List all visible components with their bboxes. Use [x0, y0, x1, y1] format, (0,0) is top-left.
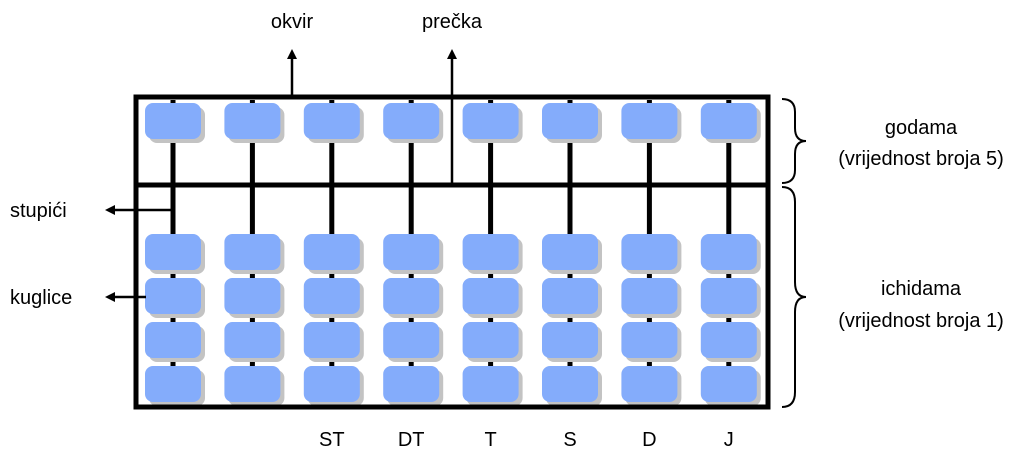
- bead-body: [303, 278, 360, 314]
- upper-brace: [781, 98, 807, 184]
- bead-body: [700, 366, 757, 402]
- bead-body: [383, 103, 440, 139]
- lower-bead: [621, 278, 682, 318]
- column-label: ST: [319, 429, 345, 451]
- beads-group: [145, 103, 761, 406]
- column-label: S: [563, 429, 576, 451]
- bead-body: [462, 103, 519, 139]
- bead-body: [700, 234, 757, 270]
- bead-body: [303, 366, 360, 402]
- lower-bead: [303, 234, 364, 274]
- bead-body: [145, 234, 201, 270]
- bead-body: [303, 322, 360, 358]
- upper-bead: [303, 103, 364, 143]
- bead-body: [621, 103, 678, 139]
- bead-body: [621, 366, 678, 402]
- lower-bead: [145, 234, 205, 274]
- bead-body: [224, 103, 281, 139]
- bead-body: [621, 234, 678, 270]
- bead-body: [224, 278, 281, 314]
- lower-bead: [700, 234, 761, 274]
- bead-body: [145, 322, 201, 358]
- bead-body: [383, 322, 440, 358]
- rods-label: stupići: [10, 200, 67, 222]
- lower-bead: [621, 322, 682, 362]
- lower-bead: [383, 322, 444, 362]
- column-label: T: [484, 429, 496, 451]
- bead-body: [224, 366, 281, 402]
- lower-bead: [462, 322, 523, 362]
- bead-body: [621, 322, 678, 358]
- lower-bead: [224, 234, 285, 274]
- lower-bead: [145, 322, 205, 362]
- upper-bead: [621, 103, 682, 143]
- upper-bead: [700, 103, 761, 143]
- upper-bead: [145, 103, 205, 143]
- lower-bead: [383, 366, 444, 406]
- bead-body: [383, 278, 440, 314]
- lower-bead: [542, 366, 602, 406]
- bead-body: [700, 322, 757, 358]
- lower-bead: [224, 278, 285, 318]
- bead-body: [700, 103, 757, 139]
- lower-bead: [383, 234, 444, 274]
- bead-body: [700, 278, 757, 314]
- lower-bead: [621, 234, 682, 274]
- lower-bead: [542, 234, 602, 274]
- bead-body: [462, 366, 519, 402]
- bead-body: [224, 322, 281, 358]
- column-label: J: [724, 429, 734, 451]
- lower-bead: [383, 278, 444, 318]
- bead-body: [621, 278, 678, 314]
- upper-bead: [383, 103, 444, 143]
- bead-body: [303, 234, 360, 270]
- lower-bead: [224, 322, 285, 362]
- lower-section-value: (vrijednost broja 1): [838, 310, 1004, 332]
- lower-bead: [462, 366, 523, 406]
- upper-bead: [224, 103, 285, 143]
- lower-bead: [303, 322, 364, 362]
- lower-bead: [303, 278, 364, 318]
- column-labels: ST DT T S D J: [319, 429, 734, 451]
- lower-bead: [462, 278, 523, 318]
- lower-bead: [700, 278, 761, 318]
- bead-body: [542, 322, 598, 358]
- lower-bead: [700, 366, 761, 406]
- bead-body: [145, 366, 201, 402]
- lower-bead: [700, 322, 761, 362]
- bead-body: [542, 366, 598, 402]
- column-label: D: [642, 429, 656, 451]
- bead-body: [383, 234, 440, 270]
- lower-bead: [462, 234, 523, 274]
- lower-brace: [781, 186, 807, 408]
- beads-label: kuglice: [10, 287, 72, 309]
- column-label: DT: [398, 429, 425, 451]
- frame-label: okvir: [271, 11, 314, 33]
- bead-body: [224, 234, 281, 270]
- beam-label: prečka: [422, 11, 483, 33]
- bead-body: [462, 322, 519, 358]
- bead-body: [145, 103, 201, 139]
- upper-bead: [542, 103, 602, 143]
- lower-bead: [224, 366, 285, 406]
- bead-body: [383, 366, 440, 402]
- upper-section-value: (vrijednost broja 5): [838, 148, 1004, 170]
- lower-bead: [303, 366, 364, 406]
- bead-body: [542, 234, 598, 270]
- lower-section-name: ichidama: [881, 278, 962, 300]
- lower-bead: [542, 322, 602, 362]
- bead-body: [303, 103, 360, 139]
- bead-body: [462, 278, 519, 314]
- upper-section-name: godama: [885, 117, 958, 139]
- bead-body: [462, 234, 519, 270]
- bead-body: [145, 278, 201, 314]
- lower-bead: [145, 278, 205, 318]
- bead-body: [542, 103, 598, 139]
- upper-bead: [462, 103, 523, 143]
- lower-bead: [145, 366, 205, 406]
- lower-bead: [621, 366, 682, 406]
- bead-body: [542, 278, 598, 314]
- lower-bead: [542, 278, 602, 318]
